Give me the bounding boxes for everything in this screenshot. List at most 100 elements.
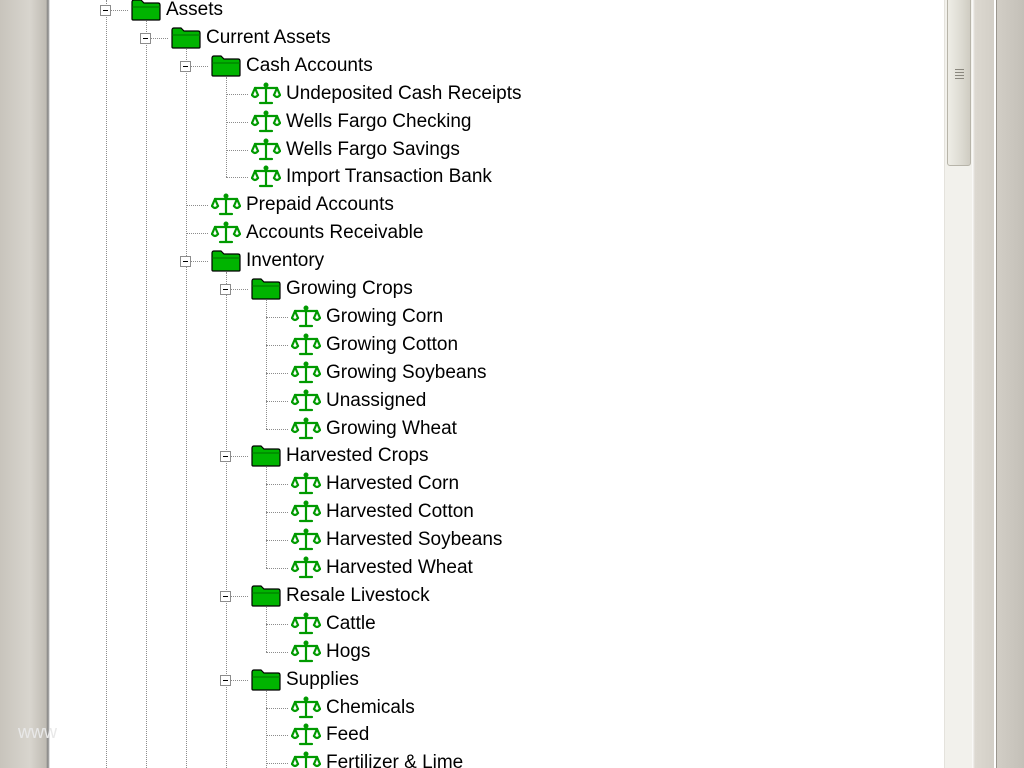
tree-folder-item[interactable]: Current Assets <box>171 24 331 52</box>
folder-icon <box>251 585 281 607</box>
tree-folder-item[interactable]: Harvested Crops <box>251 442 429 470</box>
tree-item-label: Inventory <box>246 250 325 272</box>
scale-icon <box>250 110 282 134</box>
tree-item-label: Hogs <box>326 640 371 662</box>
tree-connector-line <box>186 205 208 207</box>
scale-icon <box>290 696 322 720</box>
folder-icon <box>251 278 281 300</box>
window-frame-right <box>972 0 1024 768</box>
scale-icon <box>290 612 322 636</box>
tree-account-item[interactable]: Accounts Receivable <box>210 219 424 247</box>
scale-icon <box>210 221 242 245</box>
tree-item-label: Growing Soybeans <box>326 361 487 383</box>
scale-icon <box>290 472 322 496</box>
tree-connector-line <box>226 76 227 178</box>
tree-folder-item[interactable]: Supplies <box>251 666 359 694</box>
tree-account-item[interactable]: Cattle <box>290 610 376 638</box>
collapse-toggle[interactable] <box>220 451 231 463</box>
tree-account-item[interactable]: Feed <box>290 721 370 749</box>
tree-item-label: Wells Fargo Savings <box>286 138 460 160</box>
tree-connector-line <box>186 233 208 235</box>
tree-connector-line <box>226 121 248 123</box>
collapse-toggle[interactable] <box>220 590 231 602</box>
scale-icon <box>290 333 322 357</box>
tree-item-label: Growing Corn <box>326 305 444 327</box>
tree-item-label: Feed <box>326 724 370 746</box>
vertical-scrollbar[interactable] <box>944 0 973 768</box>
tree-account-item[interactable]: Growing Wheat <box>290 415 457 443</box>
tree-connector-line <box>266 540 288 542</box>
tree-folder-item[interactable]: Growing Crops <box>251 275 413 303</box>
tree-connector-line <box>266 623 288 625</box>
tree-account-item[interactable]: Harvested Soybeans <box>290 526 503 554</box>
scale-icon <box>290 556 322 580</box>
collapse-toggle[interactable] <box>220 674 231 686</box>
tree-item-label: Harvested Soybeans <box>326 529 503 551</box>
tree-account-item[interactable]: Prepaid Accounts <box>210 191 394 219</box>
tree-account-item[interactable]: Fertilizer & Lime <box>290 749 463 768</box>
tree-account-item[interactable]: Chemicals <box>290 694 415 722</box>
collapse-toggle[interactable] <box>140 32 151 44</box>
tree-account-item[interactable]: Import Transaction Bank <box>250 163 492 191</box>
thumb-grip-line <box>955 75 964 76</box>
tree-account-item[interactable]: Growing Cotton <box>290 331 458 359</box>
scale-icon <box>210 193 242 217</box>
tree-connector-line <box>226 272 227 768</box>
tree-item-label: Harvested Corn <box>326 473 460 495</box>
tree-folder-item[interactable]: Resale Livestock <box>251 582 430 610</box>
tree-account-item[interactable]: Harvested Corn <box>290 470 460 498</box>
tree-account-item[interactable]: Harvested Cotton <box>290 498 474 526</box>
tree-connector-line <box>226 679 248 681</box>
tree-item-label: Harvested Crops <box>286 445 429 467</box>
tree-connector-line <box>266 735 288 737</box>
tree-connector-line <box>266 707 288 709</box>
tree-account-item[interactable]: Hogs <box>290 638 371 666</box>
tree-account-item[interactable]: Undeposited Cash Receipts <box>250 80 522 108</box>
tree-connector-line <box>266 300 267 429</box>
tree-connector-line <box>226 595 248 597</box>
tree-account-item[interactable]: Wells Fargo Savings <box>250 136 460 164</box>
tree-connector-line <box>186 48 187 768</box>
tree-item-label: Accounts Receivable <box>246 222 424 244</box>
tree-item-label: Supplies <box>286 668 359 690</box>
tree-account-item[interactable]: Wells Fargo Checking <box>250 108 472 136</box>
tree-item-label: Resale Livestock <box>286 584 430 606</box>
tree-connector-line <box>226 149 248 151</box>
tree-connector-line <box>266 344 288 346</box>
tree-connector-line <box>186 65 208 67</box>
scale-icon <box>290 640 322 664</box>
tree-connector-line <box>266 372 288 374</box>
tree-connector-line <box>146 21 147 768</box>
tree-folder-item[interactable]: Cash Accounts <box>211 52 373 80</box>
collapse-toggle[interactable] <box>220 284 231 295</box>
tree-connector-line <box>266 512 288 514</box>
tree-connector-line <box>146 37 168 39</box>
tree-account-item[interactable]: Growing Soybeans <box>290 359 487 387</box>
tree-account-item[interactable]: Growing Corn <box>290 303 444 331</box>
tree-connector-line <box>266 428 288 430</box>
tree-account-item[interactable]: Unassigned <box>290 387 426 415</box>
tree-item-label: Assets <box>166 0 224 20</box>
collapse-toggle[interactable] <box>180 256 191 268</box>
collapse-toggle[interactable] <box>100 5 111 16</box>
scale-icon <box>250 165 282 189</box>
folder-icon <box>251 445 281 467</box>
tree-account-item[interactable]: Harvested Wheat <box>290 554 473 582</box>
tree-connector-line <box>266 484 288 486</box>
tree-connector-line <box>106 10 128 11</box>
scale-icon <box>250 138 282 162</box>
tree-item-label: Cash Accounts <box>246 54 373 76</box>
tree-item-label: Cattle <box>326 612 376 634</box>
tree-connector-line <box>266 690 267 768</box>
tree-folder-item[interactable]: Inventory <box>211 247 324 275</box>
tree-connector-line <box>226 177 248 179</box>
tree-item-label: Wells Fargo Checking <box>286 110 472 132</box>
tree-connector-line <box>226 456 248 458</box>
collapse-toggle[interactable] <box>180 60 191 72</box>
scrollbar-thumb[interactable] <box>947 0 971 166</box>
scale-icon <box>290 305 322 329</box>
tree-item-label: Harvested Wheat <box>326 557 473 578</box>
tree-folder-item[interactable]: Assets <box>131 0 223 24</box>
scale-icon <box>250 82 282 106</box>
